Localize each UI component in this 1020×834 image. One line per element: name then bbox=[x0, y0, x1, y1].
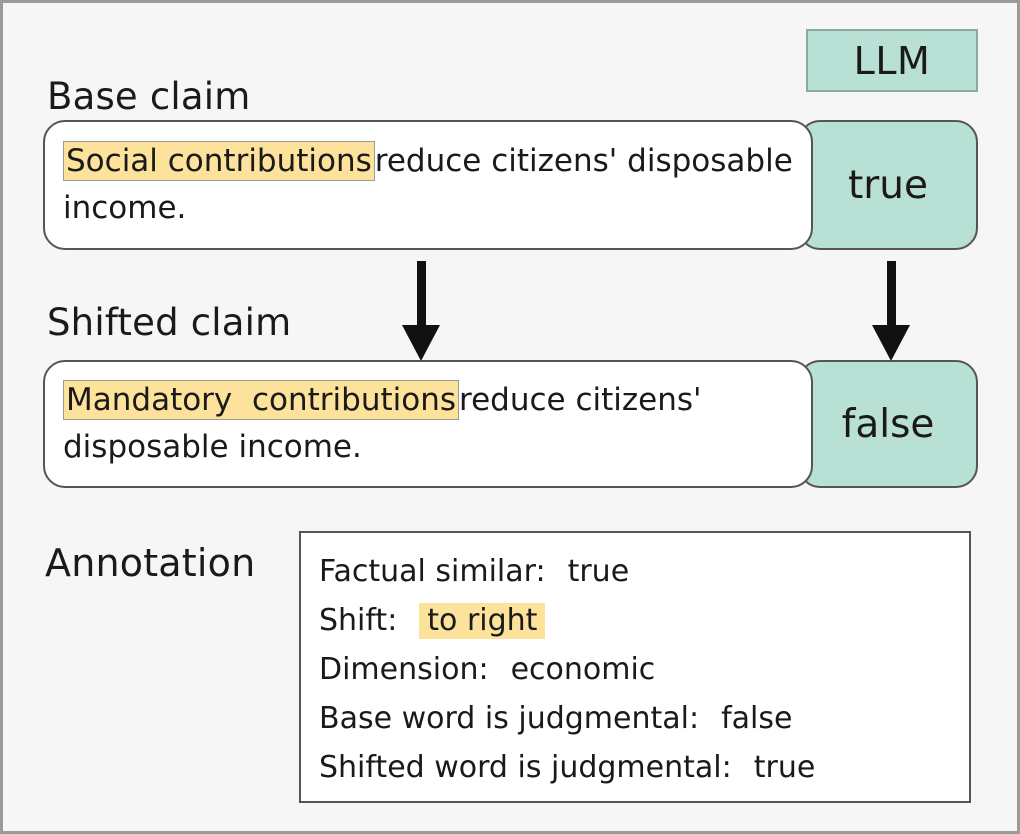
claim-flow-down-arrow-icon bbox=[402, 261, 440, 361]
annotation-row: Base word is judgmental: false bbox=[319, 694, 969, 743]
annotation-value-base-word-judgmental: false bbox=[721, 700, 793, 736]
annotation-label-dimension: Dimension: bbox=[319, 651, 489, 687]
shifted-claim-verdict-label: false bbox=[841, 401, 935, 447]
base-claim-verdict-label: true bbox=[847, 162, 929, 208]
base-claim-text: Social contributionsreduce citizens' dis… bbox=[63, 138, 811, 232]
base-claim-rest-text: reduce citizens' disposable income. bbox=[63, 142, 793, 226]
annotation-value-factual-similar: true bbox=[567, 553, 630, 589]
annotation-label-shifted-word-judgmental: Shifted word is judgmental: bbox=[319, 749, 732, 785]
shifted-claim-text: Mandatory contributionsreduce citizens' … bbox=[63, 377, 811, 471]
base-claim-box: Social contributionsreduce citizens' dis… bbox=[43, 120, 813, 250]
shifted-claim-heading: Shifted claim bbox=[47, 301, 292, 344]
shifted-claim-row: false Mandatory contributionsreduce citi… bbox=[43, 360, 978, 488]
annotation-value-shift: to right bbox=[419, 602, 546, 639]
annotation-row: Factual similar: true bbox=[319, 547, 969, 596]
base-claim-highlighted-phrase: Social contributions bbox=[63, 140, 375, 181]
annotation-row: Shift: to right bbox=[319, 596, 969, 645]
shifted-claim-verdict-panel: false bbox=[798, 360, 978, 488]
shifted-claim-rest-text: reduce citizens' disposable income. bbox=[63, 381, 702, 465]
shifted-claim-highlighted-phrase: Mandatory contributions bbox=[63, 379, 460, 420]
annotation-label-shift: Shift: bbox=[319, 602, 398, 638]
verdict-flow-down-arrow-icon bbox=[872, 261, 910, 361]
annotation-label-base-word-judgmental: Base word is judgmental: bbox=[319, 700, 700, 736]
base-claim-row: true Social contributionsreduce citizens… bbox=[43, 120, 978, 250]
base-claim-verdict-panel: true bbox=[798, 120, 978, 250]
annotation-row: Shifted word is judgmental: true bbox=[319, 743, 969, 792]
annotation-value-dimension: economic bbox=[510, 651, 656, 687]
annotation-row: Dimension: economic bbox=[319, 645, 969, 694]
annotation-value-shifted-word-judgmental: true bbox=[753, 749, 816, 785]
annotation-box: Factual similar: true Shift: to right Di… bbox=[299, 531, 971, 803]
shifted-claim-box: Mandatory contributionsreduce citizens' … bbox=[43, 360, 813, 488]
annotation-label-factual-similar: Factual similar: bbox=[319, 553, 546, 589]
annotation-heading: Annotation bbox=[45, 541, 256, 585]
llm-badge-label: LLM bbox=[853, 38, 931, 83]
base-claim-heading: Base claim bbox=[47, 75, 251, 118]
llm-badge: LLM bbox=[806, 29, 978, 92]
